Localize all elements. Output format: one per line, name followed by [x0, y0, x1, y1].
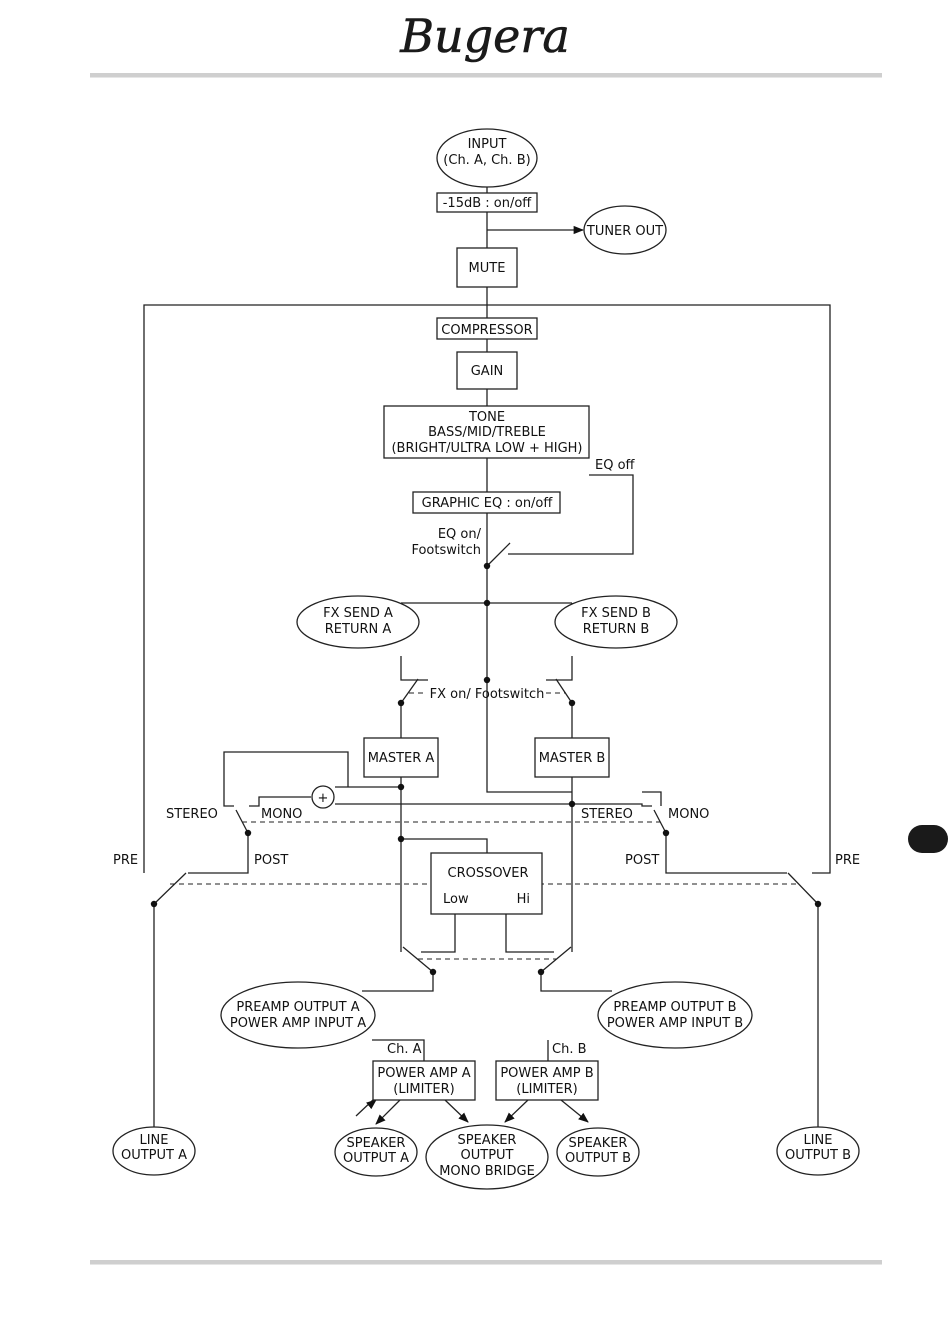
gain-box: GAIN [456, 351, 518, 390]
input-node: INPUT (Ch. A, Ch. B) [436, 128, 538, 188]
diagram-text: (LIMITER) [393, 1082, 454, 1097]
speaker-output-a-node: SPEAKER OUTPUT A [334, 1127, 418, 1177]
eq-on-label: EQ on/ [438, 527, 482, 542]
switch-linkages [170, 692, 800, 960]
diagram-text: OUTPUT [461, 1148, 514, 1163]
diagram-text: Hi [517, 892, 530, 907]
tuner-out-node: TUNER OUT [583, 205, 667, 255]
pad-switch-box: -15dB : on/off [436, 192, 538, 213]
diagram-text: -15dB : on/off [443, 196, 533, 211]
preamp-out-b-node: PREAMP OUTPUT B POWER AMP INPUT B [597, 981, 753, 1049]
speaker-output-b-node: SPEAKER OUTPUT B [556, 1127, 640, 1177]
svg-text:Bugera: Bugera [399, 9, 570, 63]
bugera-logo: Bugera [399, 9, 570, 64]
mute-box: MUTE [456, 247, 518, 288]
fx-loop-b-node: FX SEND B RETURN B [554, 595, 678, 649]
diagram-text: PREAMP OUTPUT A [236, 1000, 359, 1015]
stereo-label-a: STEREO [166, 807, 218, 822]
ch-b-label: Ch. B [552, 1042, 587, 1057]
master-b-box: MASTER B [534, 737, 610, 778]
eq-footswitch-label: Footswitch [411, 543, 481, 558]
diagram-text: TONE [468, 410, 505, 425]
diagram-text: OUTPUT B [565, 1151, 631, 1166]
diagram-text: POWER AMP B [500, 1066, 593, 1081]
header-rule [90, 73, 882, 78]
compressor-box: COMPRESSOR [436, 317, 538, 340]
section-tab-marker [908, 825, 948, 853]
diagram-text: RETURN A [325, 622, 392, 637]
fx-on-footswitch-label: FX on/ Footswitch [430, 687, 545, 702]
speaker-output-mono-bridge-node: SPEAKER OUTPUT MONO BRIDGE [425, 1124, 549, 1190]
junction-dots [150, 562, 822, 976]
footer-rule [90, 1260, 882, 1265]
diagram-text: GRAPHIC EQ : on/off [422, 496, 554, 511]
crossover-box: CROSSOVER Low Hi [430, 852, 543, 915]
diagram-text: INPUT [468, 137, 507, 152]
diagram-text: SPEAKER [347, 1136, 406, 1151]
line-output-a-node: LINE OUTPUT A [112, 1126, 196, 1176]
mono-label-a: MONO [261, 807, 302, 822]
diagram-text: RETURN B [583, 622, 650, 637]
diagram-text: POWER AMP INPUT B [607, 1016, 743, 1031]
diagram-text: OUTPUT A [121, 1148, 187, 1163]
diagram-text: MASTER B [539, 751, 606, 766]
mono-label-b: MONO [668, 807, 709, 822]
connection-lines [144, 187, 830, 1127]
diagram-text: POWER AMP INPUT A [230, 1016, 366, 1031]
line-output-b-node: LINE OUTPUT B [776, 1126, 860, 1176]
master-a-box: MASTER A [363, 737, 439, 778]
diagram-text: FX SEND A [323, 606, 393, 621]
diagram-text: POWER AMP A [377, 1066, 470, 1081]
diagram-text: MONO BRIDGE [439, 1164, 535, 1179]
summing-node: + [311, 785, 335, 809]
diagram-text: PREAMP OUTPUT B [613, 1000, 736, 1015]
diagram-text: LINE [803, 1133, 832, 1148]
diagram-text: MUTE [469, 261, 506, 276]
diagram-text: LINE [139, 1133, 168, 1148]
tone-box: TONE BASS/MID/TREBLE (BRIGHT/ULTRA LOW +… [383, 405, 590, 459]
diagram-text: FX SEND B [581, 606, 651, 621]
diagram-text: MASTER A [368, 751, 435, 766]
diagram-text: + [318, 791, 329, 806]
diagram-text: BASS/MID/TREBLE [428, 425, 546, 440]
stereo-label-b: STEREO [581, 807, 633, 822]
diagram-text: TUNER OUT [586, 224, 663, 239]
diagram-text: (Ch. A, Ch. B) [443, 153, 530, 168]
ch-a-label: Ch. A [387, 1042, 422, 1057]
pre-label-b: PRE [835, 853, 860, 868]
diagram-text: Low [443, 892, 469, 907]
diagram-labels: EQ off EQ on/ Footswitch FX on/ Footswit… [113, 458, 860, 1057]
eq-off-label: EQ off [595, 458, 636, 473]
graphic-eq-box: GRAPHIC EQ : on/off [412, 491, 561, 514]
diagram-text: SPEAKER [569, 1136, 628, 1151]
post-label-a: POST [254, 853, 288, 868]
fx-loop-a-node: FX SEND A RETURN A [296, 595, 420, 649]
diagram-text: OUTPUT A [343, 1151, 409, 1166]
diagram-text: (LIMITER) [516, 1082, 577, 1097]
pre-label-a: PRE [113, 853, 138, 868]
diagram-text: OUTPUT B [785, 1148, 851, 1163]
power-amp-a-box: POWER AMP A (LIMITER) [372, 1060, 476, 1101]
diagram-text: (BRIGHT/ULTRA LOW + HIGH) [391, 441, 582, 456]
diagram-text: GAIN [471, 364, 504, 379]
post-label-b: POST [625, 853, 659, 868]
diagram-text: SPEAKER [458, 1133, 517, 1148]
preamp-out-a-node: PREAMP OUTPUT A POWER AMP INPUT A [220, 981, 376, 1049]
diagram-text: COMPRESSOR [441, 323, 532, 338]
diagram-text: CROSSOVER [448, 866, 529, 881]
power-amp-b-box: POWER AMP B (LIMITER) [495, 1060, 599, 1101]
